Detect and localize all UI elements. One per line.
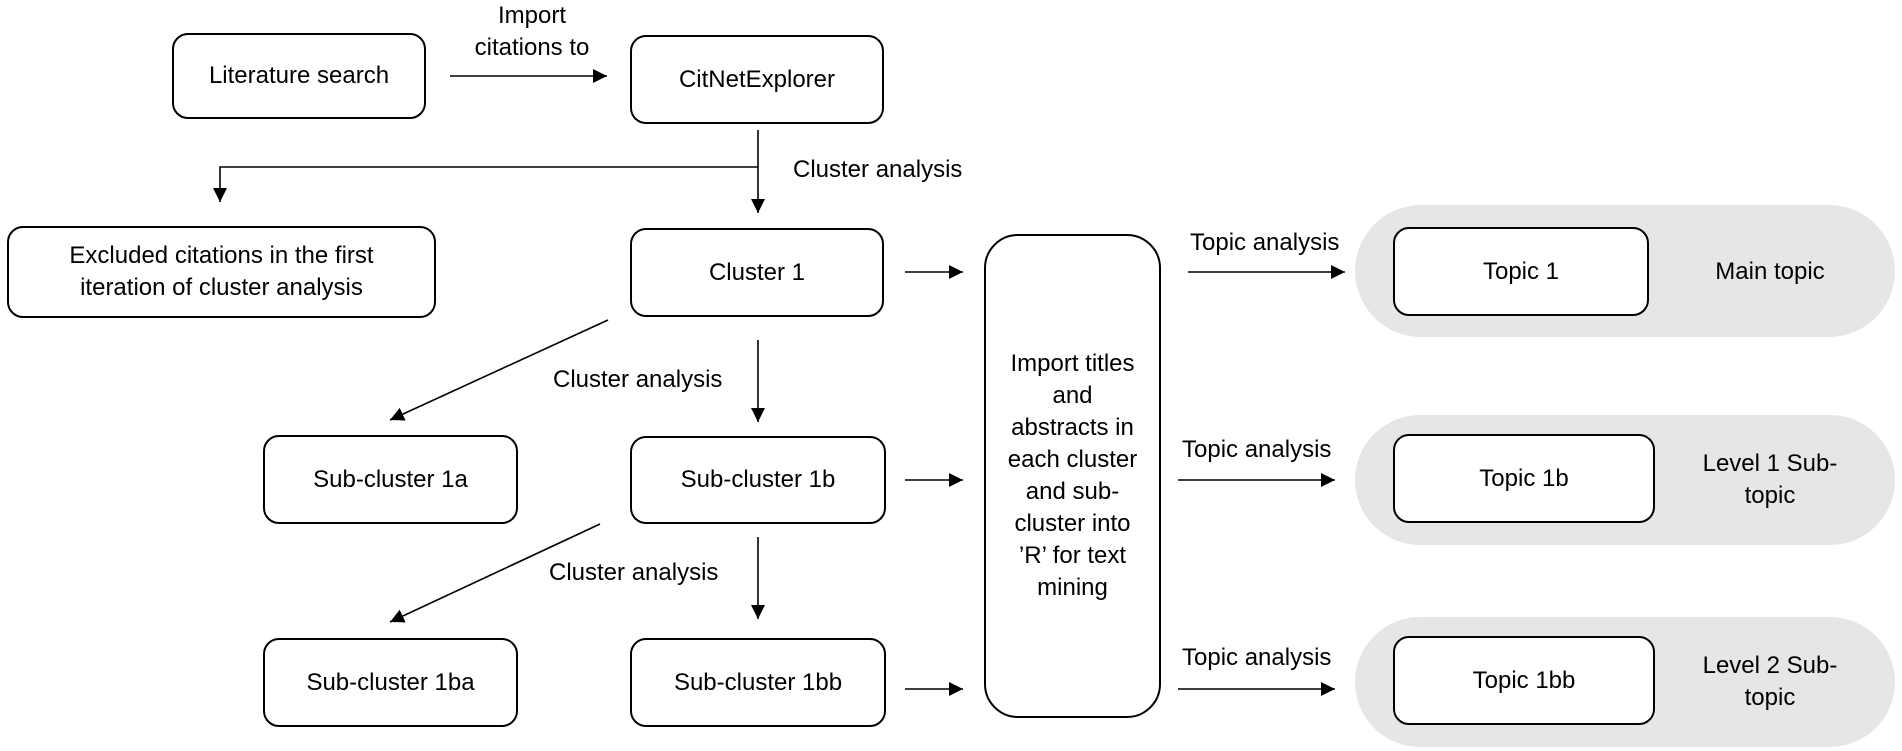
literature-search-box: Literature search	[172, 33, 426, 119]
import-citations-label: Import citations to	[474, 2, 590, 61]
topic-analysis-label-1: Topic analysis	[1190, 229, 1340, 256]
cluster-analysis-label-1: Cluster analysis	[793, 156, 963, 183]
topic-analysis-label-2: Topic analysis	[1182, 436, 1332, 463]
topic-analysis-label-3: Topic analysis	[1182, 644, 1332, 671]
sub-cluster-1a-box: Sub-cluster 1a	[263, 435, 518, 524]
import-r-box: Import titles and abstracts in each clus…	[984, 234, 1161, 718]
topic-1-box: Topic 1	[1393, 227, 1649, 316]
cluster-analysis-label-2: Cluster analysis	[553, 366, 723, 393]
sub-cluster-1bb-box: Sub-cluster 1bb	[630, 638, 886, 727]
sub-cluster-1ba-box: Sub-cluster 1ba	[263, 638, 518, 727]
topic-1bb-box: Topic 1bb	[1393, 636, 1655, 725]
arrow-citnet-to-excluded	[213, 166, 758, 202]
arrow-cluster1-to-sub1a	[389, 319, 609, 421]
citnetexplorer-box: CitNetExplorer	[630, 35, 884, 124]
excluded-citations-box: Excluded citations in the first iteratio…	[7, 226, 436, 318]
level1-subtopic-label: Level 1 Sub-topic	[1702, 450, 1838, 509]
arrow-sub1b-to-sub1ba	[389, 523, 601, 623]
cluster-1-box: Cluster 1	[630, 228, 884, 317]
cluster-analysis-label-3: Cluster analysis	[549, 559, 719, 586]
level2-subtopic-label: Level 2 Sub-topic	[1702, 652, 1838, 711]
main-topic-label: Main topic	[1715, 258, 1825, 285]
sub-cluster-1b-box: Sub-cluster 1b	[630, 436, 886, 524]
topic-1b-box: Topic 1b	[1393, 434, 1655, 523]
